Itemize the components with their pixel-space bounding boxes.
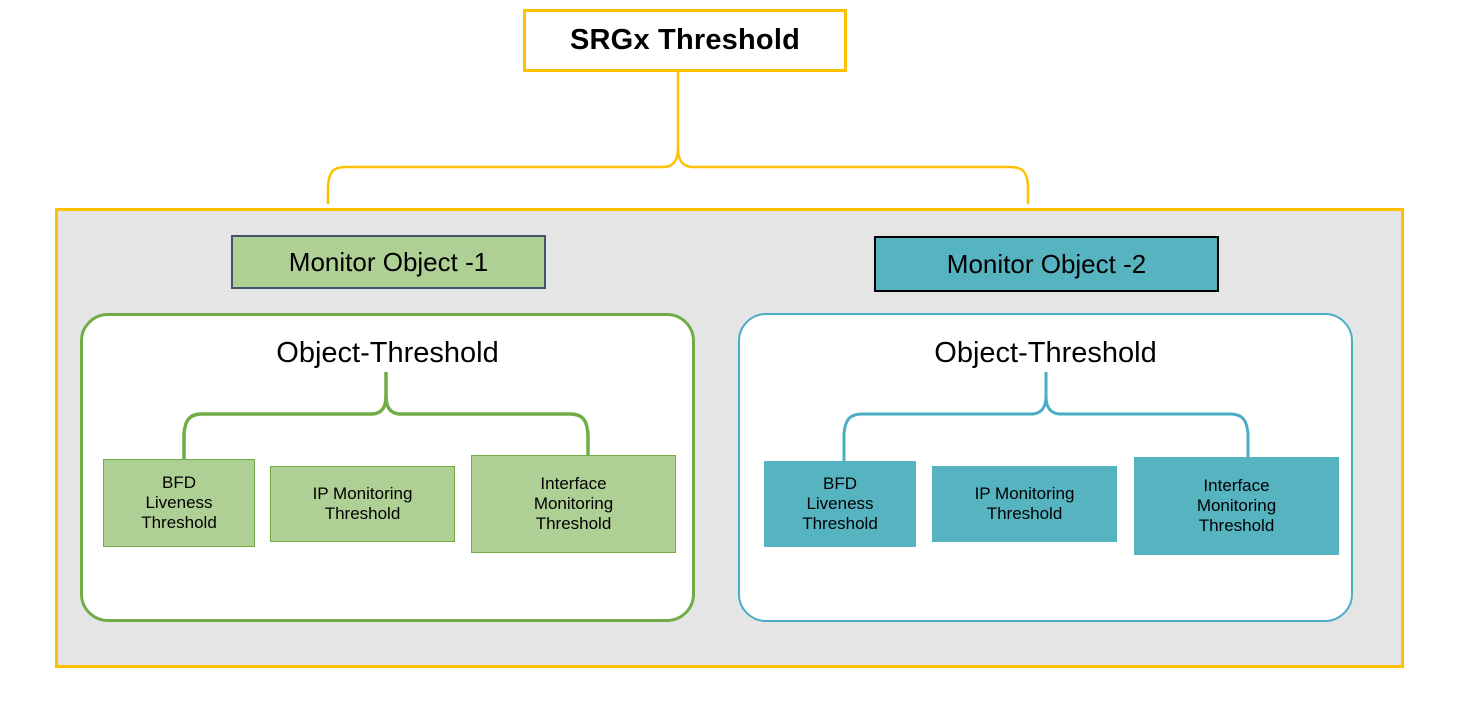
monitor-object-1-label: Monitor Object -1 bbox=[288, 246, 489, 277]
root-brace-connector bbox=[326, 70, 1030, 205]
leaf-ip-monitoring-threshold-teal[interactable]: IP Monitoring Threshold bbox=[932, 466, 1117, 542]
leaf-line: BFD bbox=[823, 473, 857, 493]
leaf-bfd-liveness-threshold-teal[interactable]: BFD Liveness Threshold bbox=[764, 461, 916, 547]
leaf-line: Liveness bbox=[145, 492, 213, 512]
monitor-object-2-chip[interactable]: Monitor Object -2 bbox=[874, 236, 1219, 292]
page-title: SRGx Threshold bbox=[570, 24, 800, 56]
leaf-line: Monitoring bbox=[1196, 495, 1277, 515]
leaf-line: Threshold bbox=[535, 514, 612, 534]
leaf-line: Monitoring bbox=[533, 493, 614, 513]
leaf-line: IP Monitoring bbox=[974, 483, 1075, 503]
leaf-line: Threshold bbox=[324, 504, 401, 523]
leaf-bfd-liveness-threshold-green[interactable]: BFD Liveness Threshold bbox=[103, 459, 255, 547]
object-threshold-label-1: Object-Threshold bbox=[276, 337, 499, 369]
root-title-box: SRGx Threshold bbox=[523, 9, 847, 72]
leaf-line: Threshold bbox=[141, 513, 217, 533]
leaf-ip-monitoring-threshold-green[interactable]: IP Monitoring Threshold bbox=[270, 466, 455, 542]
monitor-object-1-chip[interactable]: Monitor Object -1 bbox=[231, 235, 546, 289]
leaf-line: Liveness bbox=[806, 493, 874, 513]
leaf-line: IP Monitoring bbox=[312, 483, 413, 503]
leaf-line: Threshold bbox=[1198, 516, 1275, 536]
monitor-object-2-label: Monitor Object -2 bbox=[946, 248, 1147, 279]
leaf-line: Interface bbox=[1203, 475, 1270, 495]
leaf-interface-monitoring-threshold-green[interactable]: Interface Monitoring Threshold bbox=[471, 455, 676, 553]
leaf-line: Threshold bbox=[802, 514, 878, 534]
leaf-interface-monitoring-threshold-teal[interactable]: Interface Monitoring Threshold bbox=[1134, 457, 1339, 555]
leaf-line: Interface bbox=[540, 473, 607, 493]
leaf-line: Threshold bbox=[986, 504, 1063, 523]
leaf-line: BFD bbox=[162, 472, 196, 492]
object-threshold-label-2: Object-Threshold bbox=[934, 337, 1157, 369]
